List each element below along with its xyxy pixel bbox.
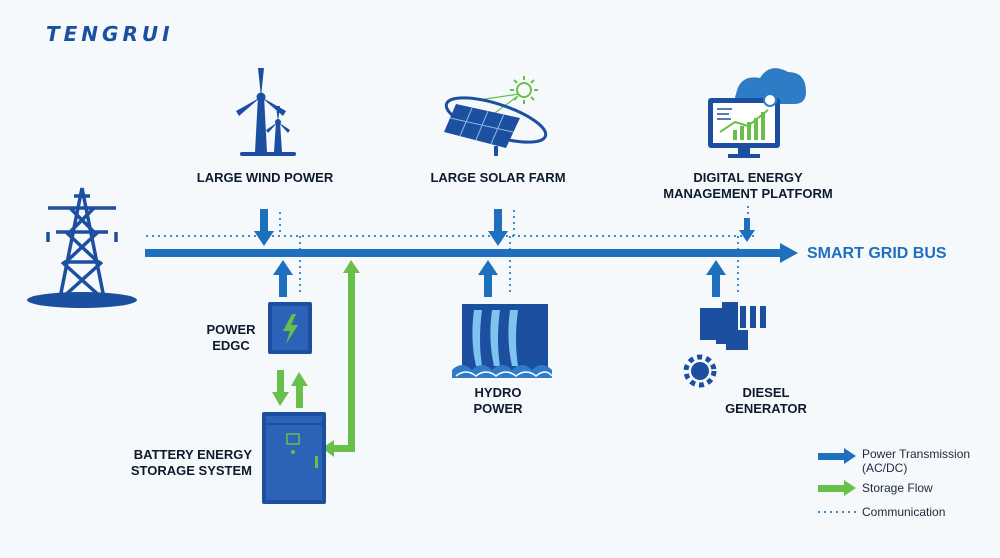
legend-power-label: Power Transmission (AC/DC)	[862, 447, 970, 475]
label-diesel: DIESEL GENERATOR	[716, 385, 816, 417]
legend-power-line2: (AC/DC)	[862, 461, 908, 475]
legend-communication-label: Communication	[862, 505, 946, 519]
label-hydro: HYDRO POWER	[448, 385, 548, 417]
wind-turbine-icon	[236, 68, 296, 156]
label-bess-line1: BATTERY ENERGY	[133, 447, 252, 462]
label-edgc: POWER EDGC	[196, 322, 266, 354]
label-solar: LARGE SOLAR FARM	[430, 170, 566, 185]
legend-power-arrow	[818, 448, 856, 464]
power-arrows	[254, 209, 755, 297]
label-platform: DIGITAL ENERGY MANAGEMENT PLATFORM	[648, 170, 848, 202]
label-platform-line2: MANAGEMENT PLATFORM	[663, 186, 833, 201]
label-edgc-line2: EDGC	[212, 338, 250, 353]
brand-logo: TENGRUI	[46, 22, 174, 46]
storage-arrows	[272, 260, 360, 457]
power-edgc-icon	[268, 302, 312, 354]
label-bess-line2: STORAGE SYSTEM	[130, 463, 252, 478]
solar-panel-icon	[444, 96, 548, 156]
label-diesel-line1: DIESEL	[742, 385, 790, 400]
legend	[818, 448, 856, 513]
legend-power-line1: Power Transmission	[862, 447, 971, 461]
monitor-cloud-icon	[708, 68, 806, 158]
label-diesel-line2: GENERATOR	[725, 401, 807, 416]
legend-storage-label: Storage Flow	[862, 481, 933, 495]
transmission-tower-icon	[27, 187, 137, 308]
smart-grid-bus	[145, 243, 798, 263]
label-hydro-line2: POWER	[473, 401, 523, 416]
hydro-dam-icon	[452, 304, 553, 378]
legend-storage-arrow	[818, 480, 856, 496]
label-hydro-line1: HYDRO	[474, 385, 522, 400]
label-platform-line1: DIGITAL ENERGY	[693, 170, 803, 185]
label-edgc-line1: POWER	[206, 322, 256, 337]
battery-cabinet-icon	[262, 412, 326, 504]
label-wind: LARGE WIND POWER	[196, 170, 334, 185]
diesel-generator-icon	[683, 302, 766, 388]
bus-label: SMART GRID BUS	[807, 245, 947, 262]
label-bess: BATTERY ENERGY STORAGE SYSTEM	[112, 447, 252, 479]
